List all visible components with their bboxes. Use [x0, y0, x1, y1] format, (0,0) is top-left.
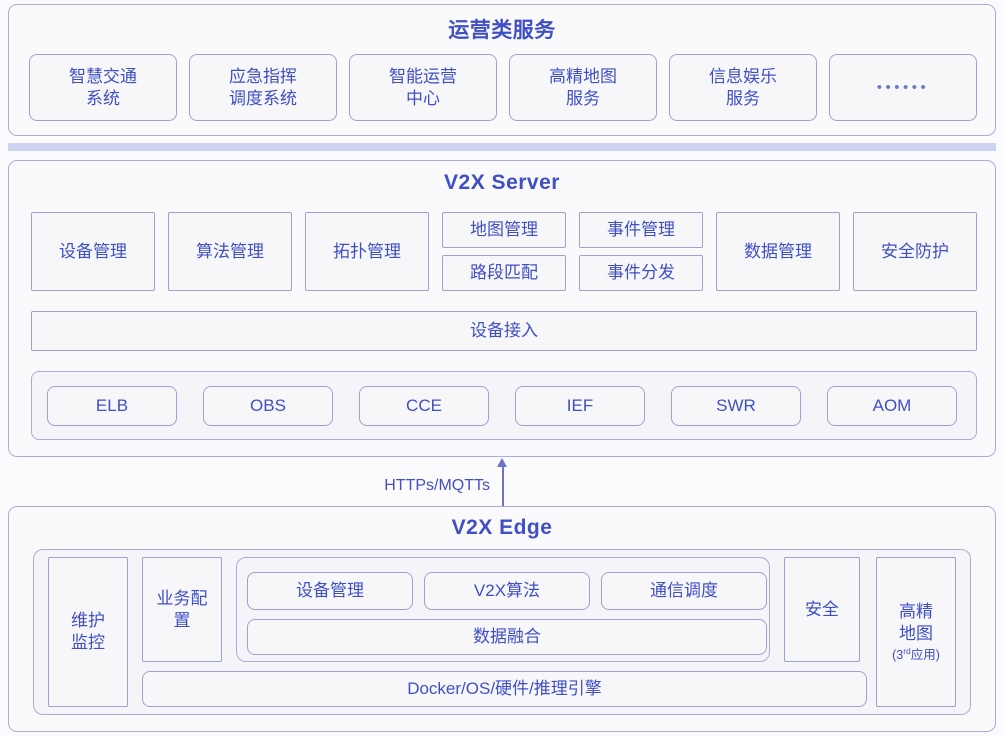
operations-item-hd-map-service[interactable]: 高精地图 服务 — [509, 54, 657, 121]
operations-services-title: 运营类服务 — [448, 19, 556, 42]
server-module-device-management[interactable]: 设备管理 — [31, 212, 155, 291]
cloud-service-elb[interactable]: ELB — [47, 386, 177, 426]
operations-item-label: 高精地图 服务 — [549, 66, 617, 108]
edge-module-communication-scheduling[interactable]: 通信调度 — [601, 572, 767, 610]
edge-security[interactable]: 安全 — [784, 557, 860, 662]
edge-module-label: 设备管理 — [296, 581, 364, 601]
edge-maintenance-monitoring[interactable]: 维护 监控 — [48, 557, 128, 707]
edge-platform-label: Docker/OS/硬件/推理引擎 — [407, 679, 602, 699]
edge-column-label: 安全 — [805, 599, 839, 619]
section-divider — [8, 143, 996, 151]
server-module-label: 算法管理 — [196, 241, 264, 261]
cloud-service-ief[interactable]: IEF — [515, 386, 645, 426]
hd-map-note-superscript: rd — [903, 645, 911, 656]
ellipsis-icon: •••••• — [876, 78, 930, 96]
operations-item-label: 应急指挥 调度系统 — [229, 66, 297, 108]
edge-hd-map[interactable]: 高精 地图 (3rd应用) — [876, 557, 956, 707]
edge-column-label: 业务配 置 — [156, 588, 208, 630]
hd-map-note-suffix: 应用) — [910, 647, 940, 662]
cloud-service-label: CCE — [406, 396, 442, 416]
server-module-label: 路段匹配 — [470, 263, 538, 283]
server-module-label: 设备管理 — [59, 241, 127, 261]
cloud-service-obs[interactable]: OBS — [203, 386, 333, 426]
cloud-service-aom[interactable]: AOM — [827, 386, 957, 426]
edge-hd-map-label: 高精 地图 — [899, 602, 933, 643]
edge-module-label: V2X算法 — [473, 581, 541, 601]
server-module-security-protection[interactable]: 安全防护 — [853, 212, 977, 291]
operations-item-smart-traffic[interactable]: 智慧交通 系统 — [29, 54, 177, 121]
operations-item-intelligent-operation-center[interactable]: 智能运营 中心 — [349, 54, 497, 121]
v2x-edge-title: V2X Edge — [451, 516, 553, 539]
server-module-label: 安全防护 — [881, 241, 949, 261]
server-module-event-management[interactable]: 事件管理 — [579, 212, 703, 248]
hd-map-note-prefix: (3 — [892, 647, 904, 662]
server-module-label: 事件管理 — [607, 220, 675, 240]
server-module-label: 拓扑管理 — [333, 241, 401, 261]
edge-module-device-management[interactable]: 设备管理 — [247, 572, 413, 610]
server-module-algorithm-management[interactable]: 算法管理 — [168, 212, 292, 291]
connector-line — [502, 466, 504, 506]
server-module-event-distribution[interactable]: 事件分发 — [579, 255, 703, 291]
operations-item-label: 智慧交通 系统 — [69, 66, 137, 108]
server-module-road-segment-matching[interactable]: 路段匹配 — [442, 255, 566, 291]
edge-column-label: 维护 监控 — [71, 611, 105, 652]
cloud-service-label: SWR — [716, 396, 756, 416]
server-cloud-services-group — [31, 371, 977, 440]
operations-item-emergency-command[interactable]: 应急指挥 调度系统 — [189, 54, 337, 121]
cloud-service-label: ELB — [95, 396, 129, 416]
server-device-access-bar[interactable]: 设备接入 — [31, 311, 977, 351]
edge-hd-map-note: (3rd应用) — [892, 646, 940, 663]
v2x-server-title: V2X Server — [444, 171, 560, 194]
server-module-label: 事件分发 — [607, 263, 675, 283]
server-module-topology-management[interactable]: 拓扑管理 — [305, 212, 429, 291]
edge-module-label: 通信调度 — [650, 581, 718, 601]
edge-module-label: 数据融合 — [473, 627, 541, 647]
edge-module-data-fusion[interactable]: 数据融合 — [247, 619, 767, 655]
connector-arrowhead-icon — [497, 458, 507, 467]
edge-business-configuration[interactable]: 业务配 置 — [142, 557, 222, 662]
operations-item-label: 智能运营 中心 — [389, 66, 457, 108]
operations-item-label: 信息娱乐 服务 — [709, 66, 777, 108]
connector-protocol-label: HTTPs/MQTTs — [384, 477, 490, 494]
cloud-service-label: AOM — [872, 396, 912, 416]
edge-module-v2x-algorithm[interactable]: V2X算法 — [424, 572, 590, 610]
server-module-label: 地图管理 — [470, 220, 538, 240]
server-module-label: 数据管理 — [744, 241, 812, 261]
server-module-map-management[interactable]: 地图管理 — [442, 212, 566, 248]
cloud-service-label: IEF — [566, 396, 594, 416]
operations-item-infotainment-service[interactable]: 信息娱乐 服务 — [669, 54, 817, 121]
cloud-service-cce[interactable]: CCE — [359, 386, 489, 426]
server-device-access-label: 设备接入 — [470, 321, 538, 341]
edge-platform-bar[interactable]: Docker/OS/硬件/推理引擎 — [142, 671, 867, 707]
server-module-data-management[interactable]: 数据管理 — [716, 212, 840, 291]
cloud-service-swr[interactable]: SWR — [671, 386, 801, 426]
cloud-service-label: OBS — [250, 396, 286, 416]
operations-item-more[interactable]: •••••• — [829, 54, 977, 121]
